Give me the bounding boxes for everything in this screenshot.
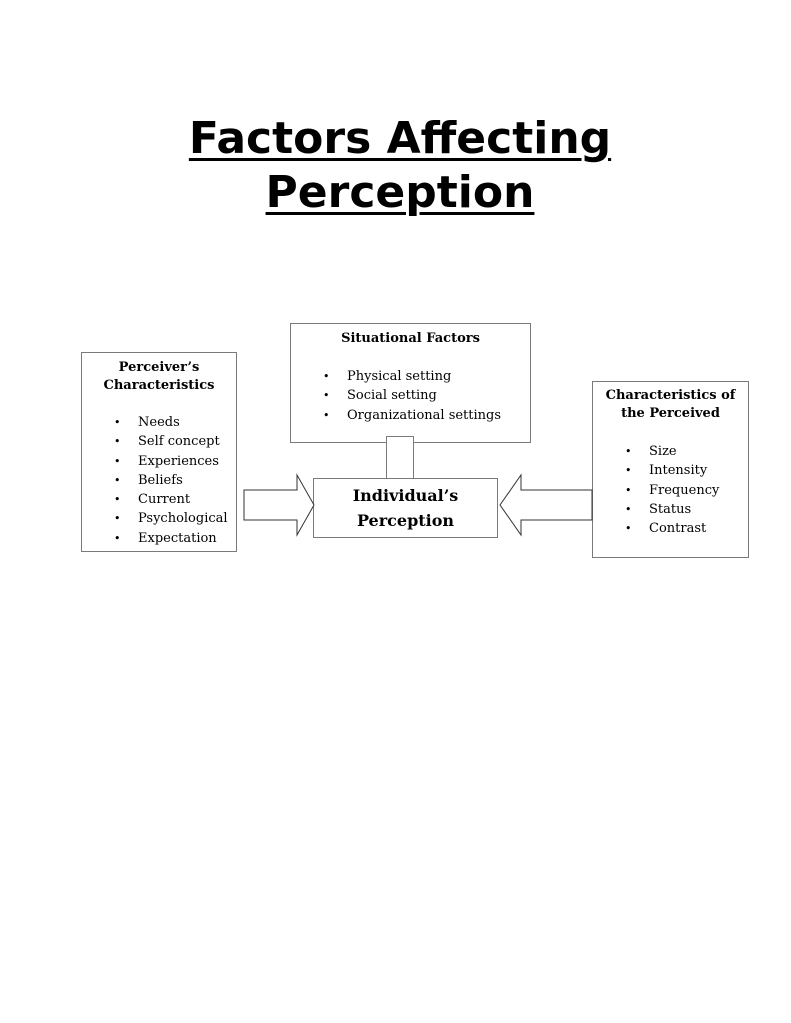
bullet-icon: • (323, 408, 330, 422)
list-item-label: Size (649, 444, 677, 459)
bullet-icon: • (625, 464, 632, 478)
list-item-label: Needs (138, 415, 180, 430)
list-item-label: Status (649, 501, 692, 517)
bullet-icon: • (114, 493, 121, 507)
diagram-title: Factors Affecting Perception (100, 112, 700, 220)
situational-connector (386, 436, 414, 479)
center-label-line: Individual’s (352, 486, 459, 505)
list-item: • Needs (82, 413, 236, 432)
left-arrow-icon (499, 473, 593, 537)
perceiver-characteristics-heading: Perceiver’s Characteristics (82, 359, 236, 395)
list-item-label: Frequency (649, 482, 720, 498)
right-arrow-icon (243, 473, 315, 537)
perceiver-characteristics-list: • Needs • Self concept • Experiences • Belie… (82, 413, 236, 548)
perceived-characteristics-heading: Characteristics of the Perceived (593, 387, 748, 423)
bullet-icon: • (114, 416, 121, 429)
list-item: • Physical setting (291, 367, 530, 386)
title-line-2: Perception (265, 167, 535, 218)
situational-factors-heading: Situational Factors (341, 331, 480, 346)
list-item: • Status (593, 500, 748, 519)
bullet-icon: • (625, 502, 632, 516)
bullet-icon: • (625, 522, 632, 536)
title-line-1: Factors Affecting (188, 113, 612, 164)
heading-line: the Perceived (621, 406, 720, 421)
list-item-label: Intensity (649, 463, 708, 479)
list-item: • Current (82, 490, 236, 509)
bullet-icon: • (114, 531, 121, 545)
heading-line: Perceiver’s (118, 360, 200, 375)
list-item-label: Current (138, 492, 191, 508)
list-item: • Social setting (291, 386, 530, 405)
list-item-label: Experiences (138, 453, 219, 469)
list-item-label: Expectation (138, 530, 217, 546)
list-item-label: Contrast (649, 521, 707, 537)
list-item-label: Psychological (138, 511, 228, 527)
list-item: • Contrast (593, 519, 748, 538)
list-item: • Experiences (82, 452, 236, 471)
heading-line: Characteristics of (605, 388, 736, 403)
bullet-icon: • (114, 435, 121, 449)
center-label-line: Perception (356, 511, 455, 530)
list-item-label: Physical setting (347, 369, 452, 384)
perceived-characteristics-list: • Size • Intensity • Frequency • Status • Con… (593, 442, 748, 538)
list-item: • Frequency (593, 481, 748, 500)
list-item: • Intensity (593, 461, 748, 480)
bullet-icon: • (625, 483, 632, 497)
situational-factors-list: • Physical setting • Social setting • Organ… (291, 367, 530, 425)
heading-line: Characteristics (103, 378, 215, 393)
bullet-icon: • (625, 445, 632, 458)
perceiver-characteristics-box: Perceiver’s Characteristics • Needs • Self… (81, 352, 237, 552)
list-item-label: Self concept (138, 434, 220, 450)
perceived-characteristics-box: Characteristics of the Perceived • Size •… (592, 381, 749, 558)
bullet-icon: • (323, 370, 330, 383)
list-item: • Beliefs (82, 471, 236, 490)
bullet-icon: • (114, 512, 121, 526)
situational-factors-box: Situational Factors • Physical setting • S… (290, 323, 531, 443)
list-item-label: Social setting (347, 388, 437, 404)
list-item-label: Beliefs (138, 472, 183, 488)
list-item: • Size (593, 442, 748, 461)
list-item-label: Organizational settings (347, 407, 502, 423)
list-item: • Organizational settings (291, 406, 530, 425)
list-item: • Self concept (82, 432, 236, 451)
bullet-icon: • (114, 473, 121, 487)
list-item: • Psychological (82, 509, 236, 528)
list-item: • Expectation (82, 529, 236, 548)
bullet-icon: • (114, 454, 121, 468)
individual-perception-box: Individual’s Perception (313, 478, 498, 538)
bullet-icon: • (323, 389, 330, 403)
individual-perception-label: Individual’s Perception (336, 483, 476, 533)
